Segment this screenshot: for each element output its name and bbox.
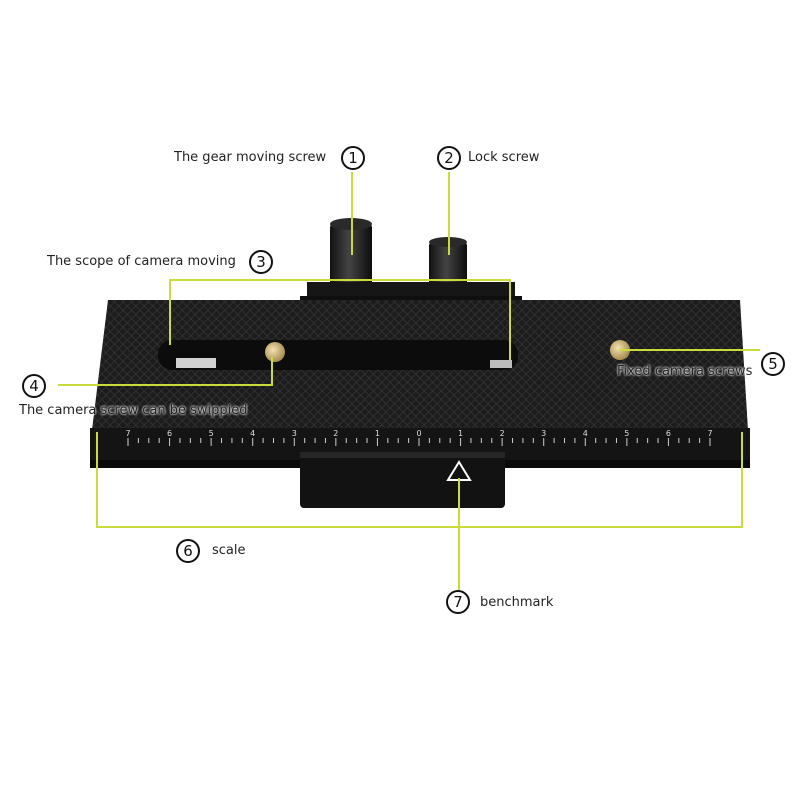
scale-number: 6 (167, 429, 172, 438)
scale-number: 6 (666, 429, 671, 438)
scale-number: 1 (375, 429, 380, 438)
callout-6-label: scale (212, 543, 246, 558)
moving-slot (158, 340, 518, 370)
scale-number: 4 (583, 429, 588, 438)
scale-number: 5 (209, 429, 214, 438)
scale-number: 3 (541, 429, 546, 438)
scale-number: 2 (333, 429, 338, 438)
scale-ticks (127, 438, 711, 446)
scale-number: 0 (416, 429, 421, 438)
callout-6-number: 6 (176, 539, 200, 563)
callout-2-number: 2 (437, 146, 461, 170)
callout-7-label: benchmark (480, 595, 554, 610)
scale-number: 4 (250, 429, 255, 438)
callout-5-number: 5 (761, 352, 785, 376)
scale-number: 1 (458, 429, 463, 438)
callout-1-number: 1 (341, 146, 365, 170)
scale-number: 7 (125, 429, 130, 438)
callout-5-label: Fixed camera screws (617, 364, 753, 379)
callout-lines (58, 172, 760, 590)
callout-3-number: 3 (249, 250, 273, 274)
scale-number: 2 (500, 429, 505, 438)
scale-number: 7 (707, 429, 712, 438)
callout-4-number: 4 (22, 374, 46, 398)
benchmark-slider (300, 452, 505, 508)
callout-2-label: Lock screw (468, 150, 540, 165)
scale-numbers: 7 6 5 4 3 2 1 0 1 2 3 4 5 6 7 (125, 429, 712, 438)
camera-screw-movable (265, 342, 285, 362)
callout-4-label: The camera screw can be swippied (19, 403, 248, 418)
scale-number: 5 (624, 429, 629, 438)
callout-1-label: The gear moving screw (174, 150, 327, 165)
scale-number: 3 (292, 429, 297, 438)
callout-7-number: 7 (446, 590, 470, 614)
callout-3-label: The scope of camera moving (47, 254, 236, 269)
